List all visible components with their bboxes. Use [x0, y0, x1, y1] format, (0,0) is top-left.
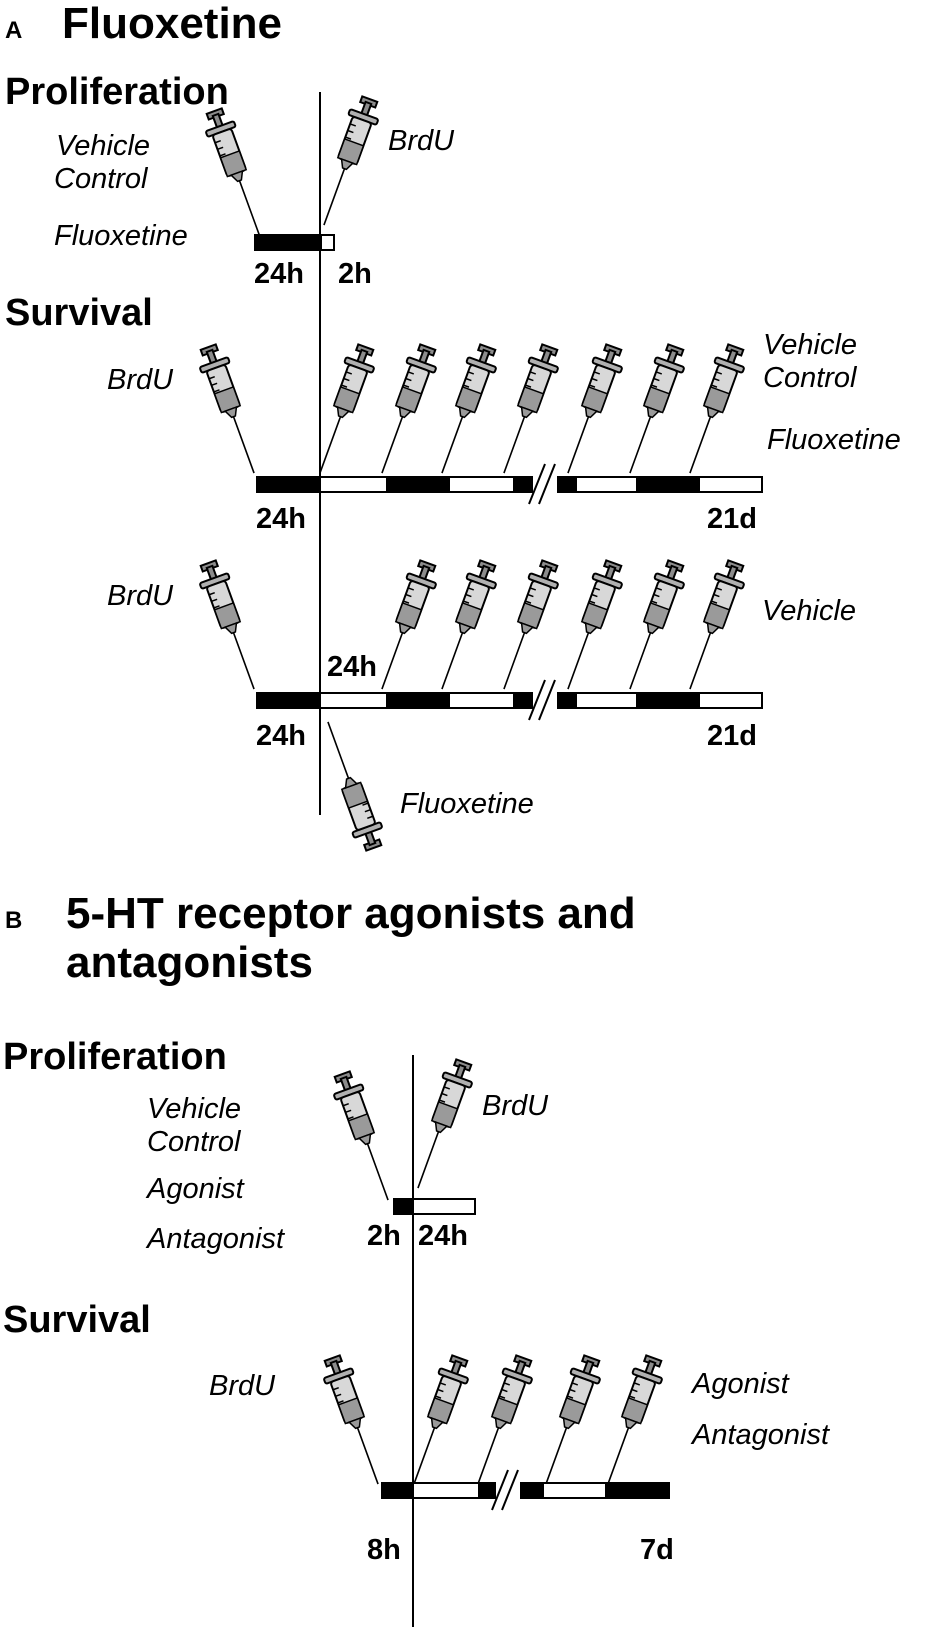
- b-surv-label-brdu: BrdU: [209, 1370, 276, 1402]
- syringe-icon: [614, 341, 691, 480]
- syringe-icon: [193, 557, 270, 696]
- b-prolif-time-2h: 2h: [367, 1220, 401, 1252]
- syringe-icon: [402, 1056, 479, 1195]
- b-prolif-label-control: Control: [147, 1126, 242, 1158]
- syringe-icon: [312, 715, 389, 854]
- syringe-icon: [317, 1352, 394, 1491]
- syringe-icon: [398, 1352, 475, 1491]
- b-prolif-time-24h: 24h: [418, 1220, 468, 1252]
- syringe-icon: [327, 1068, 404, 1207]
- b-surv-time-end: 7d: [640, 1534, 674, 1566]
- panel-a-title: Fluoxetine: [62, 0, 282, 48]
- syringe-icon: [614, 557, 691, 696]
- b-prolif-label-vehicle: Vehicle: [147, 1093, 241, 1125]
- syringe-icon: [462, 1352, 539, 1491]
- a-surv1-label-control: Control: [763, 362, 858, 394]
- panel-b-title-line1: 5-HT receptor agonists and: [66, 889, 636, 938]
- a-prolif-label-vehicle: Vehicle: [56, 130, 150, 162]
- a-surv2-timeline-bar: [256, 692, 763, 709]
- a-surv2-label-fluoxetine: Fluoxetine: [400, 788, 534, 820]
- a-prolif-label-control: Control: [54, 163, 149, 195]
- syringe-icon: [674, 341, 751, 480]
- a-surv1-label-brdu: BrdU: [107, 364, 174, 396]
- panel-b-letter: B: [5, 907, 22, 934]
- syringe-icon: [552, 341, 629, 480]
- b-surv-label-antagonist: Antagonist: [690, 1419, 831, 1451]
- a-prolif-time-2h: 2h: [338, 258, 372, 290]
- a-prolif-treatment-bar: [254, 234, 322, 251]
- b-prolif-treatment-bar: [393, 1198, 414, 1215]
- a-surv1-label-fluoxetine: Fluoxetine: [767, 424, 901, 456]
- a-prolif-time-24h: 24h: [254, 258, 304, 290]
- a-surv1-timeline-bar: [256, 476, 763, 493]
- syringe-icon: [366, 341, 443, 480]
- a-surv1-time-end: 21d: [707, 503, 757, 535]
- a-prolif-label-brdu: BrdU: [388, 125, 455, 157]
- a-surv2-label-brdu: BrdU: [107, 580, 174, 612]
- a-surv2-label-vehicle: Vehicle: [762, 595, 856, 627]
- syringe-icon: [592, 1352, 669, 1491]
- panel-a-letter: A: [5, 17, 22, 44]
- syringe-icon: [426, 557, 503, 696]
- b-prolif-brdu-bar: [412, 1198, 476, 1215]
- a-surv2-time-end: 21d: [707, 720, 757, 752]
- b-prolif-label-brdu: BrdU: [482, 1090, 549, 1122]
- a-surv2-time-delay: 24h: [327, 651, 377, 683]
- b-surv-time-start: 8h: [367, 1534, 401, 1566]
- panel-b-proliferation-heading: Proliferation: [3, 1036, 227, 1078]
- syringe-icon: [552, 557, 629, 696]
- panel-b-title-line2: antagonists: [66, 938, 313, 987]
- axis-break-icon: [528, 463, 558, 505]
- a-prolif-brdu-bar: [320, 234, 335, 251]
- syringe-icon: [193, 341, 270, 480]
- a-surv2-time-start: 24h: [256, 720, 306, 752]
- panel-b-survival-heading: Survival: [3, 1299, 151, 1341]
- b-prolif-label-antagonist: Antagonist: [145, 1223, 286, 1255]
- b-surv-timeline-bar: [381, 1482, 670, 1499]
- a-surv1-label-vehicle: Vehicle: [763, 329, 857, 361]
- a-prolif-label-fluoxetine: Fluoxetine: [54, 220, 188, 252]
- axis-break-icon: [491, 1469, 521, 1511]
- panel-a-proliferation-heading: Proliferation: [5, 71, 229, 113]
- syringe-icon: [530, 1352, 607, 1491]
- axis-break-icon: [528, 679, 558, 721]
- b-prolif-label-agonist: Agonist: [145, 1173, 246, 1205]
- syringe-icon: [366, 557, 443, 696]
- b-surv-label-agonist: Agonist: [690, 1368, 791, 1400]
- syringe-icon: [488, 557, 565, 696]
- a-surv1-time-start: 24h: [256, 503, 306, 535]
- syringe-icon: [199, 105, 276, 244]
- syringe-icon: [426, 341, 503, 480]
- syringe-icon: [304, 341, 381, 480]
- syringe-icon: [488, 341, 565, 480]
- syringe-icon: [674, 557, 751, 696]
- panel-a-survival-heading: Survival: [5, 292, 153, 334]
